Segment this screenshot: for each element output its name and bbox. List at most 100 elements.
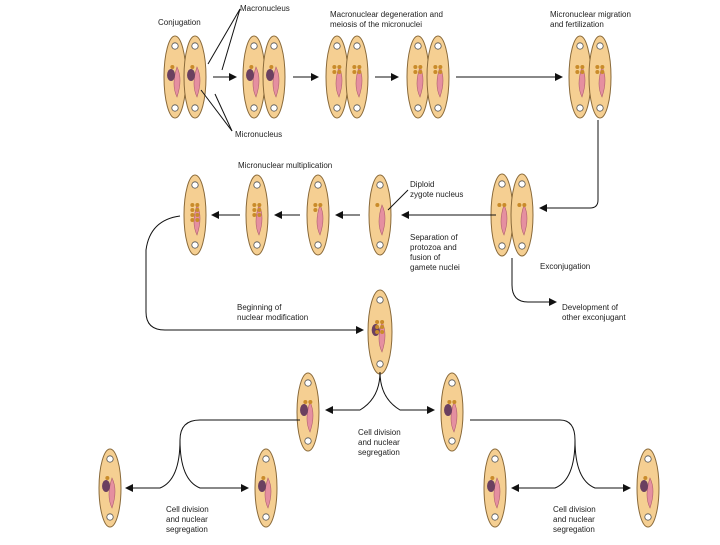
micronucleus-icon <box>357 70 362 74</box>
vacuole-icon <box>518 180 526 188</box>
vacuole-icon <box>253 241 261 249</box>
vacuole-icon <box>191 241 199 249</box>
micronucleus-icon <box>257 213 262 217</box>
micronucleus-icon <box>269 65 274 69</box>
paramecium-cell <box>367 289 393 375</box>
paramecium-cell <box>490 173 514 257</box>
gullet-icon <box>378 204 386 236</box>
vacuole-icon <box>376 360 384 368</box>
micronucleus-icon <box>600 65 605 69</box>
vacuole-icon <box>304 437 312 445</box>
paramecium-cell <box>245 174 269 256</box>
label-micronuclear-migration: Micronuclear migration and fertilization <box>550 10 631 29</box>
paramecium-cell <box>636 448 660 528</box>
micronucleus-icon <box>380 325 385 329</box>
vacuole-icon <box>491 455 499 463</box>
micronucleus-icon <box>318 203 323 207</box>
label-cell-division-left: Cell division and nuclear segregation <box>166 505 209 534</box>
vacuole-icon <box>270 42 278 50</box>
label-micronuclear-multiplication: Micronuclear multiplication <box>238 161 333 170</box>
vacuole-icon <box>414 42 422 50</box>
paramecium-cell <box>483 448 507 528</box>
paramecium-cell <box>98 448 122 528</box>
micronucleus-icon <box>170 65 175 69</box>
vacuole-icon <box>498 180 506 188</box>
vacuole-icon <box>448 379 456 387</box>
micronucleus-icon <box>497 203 502 207</box>
micronucleus-icon <box>352 65 357 69</box>
vacuole-icon <box>250 104 258 112</box>
gullet-icon <box>578 66 586 98</box>
paramecium-cell <box>440 372 464 452</box>
gullet-icon <box>500 204 508 236</box>
macronucleus-icon <box>300 404 309 416</box>
label-micronucleus: Micronucleus <box>235 130 283 139</box>
micronucleus-icon <box>190 208 195 212</box>
micronucleus-icon <box>643 476 648 480</box>
paramecium-cell <box>183 35 207 119</box>
leader-line <box>387 189 409 211</box>
micronucleus-icon <box>438 65 443 69</box>
micronucleus-icon <box>261 476 266 480</box>
macronucleus-icon <box>167 69 176 81</box>
gullet-icon <box>436 66 444 98</box>
paramecium-cell <box>568 35 592 119</box>
vacuole-icon <box>353 104 361 112</box>
paramecium-cell <box>325 35 349 119</box>
gullet-icon <box>520 204 528 236</box>
micronucleus-icon <box>190 213 195 217</box>
paramecium-cell <box>242 35 266 119</box>
vacuole-icon <box>576 104 584 112</box>
vacuole-icon <box>262 513 270 521</box>
vacuole-icon <box>498 242 506 250</box>
micronucleus-icon <box>413 65 418 69</box>
leader-line <box>207 8 241 65</box>
micronucleus-icon <box>332 65 337 69</box>
micronucleus-icon <box>575 70 580 74</box>
vacuole-icon <box>576 42 584 50</box>
micronucleus-icon <box>105 476 110 480</box>
micronucleus-icon <box>380 330 385 334</box>
micronucleus-icon <box>580 70 585 74</box>
vacuole-icon <box>106 513 114 521</box>
gullet-icon <box>255 204 263 236</box>
gullet-icon <box>316 204 324 236</box>
macronucleus-icon <box>102 480 111 492</box>
micronucleus-icon <box>380 320 385 324</box>
micronucleus-icon <box>575 65 580 69</box>
micronucleus-icon <box>308 400 313 404</box>
arrow-beginning <box>145 215 364 334</box>
vacuole-icon <box>414 104 422 112</box>
paramecium-cell <box>183 174 207 256</box>
vacuole-icon <box>314 241 322 249</box>
leader-line <box>221 8 241 71</box>
label-development: Development of other exconjugant <box>562 303 626 322</box>
leader-line <box>214 93 233 132</box>
vacuole-icon <box>596 104 604 112</box>
arrow-division-left <box>325 371 381 414</box>
macronucleus-icon <box>444 404 453 416</box>
micronucleus-icon <box>195 208 200 212</box>
gullet-icon <box>335 66 343 98</box>
micronucleus-icon <box>313 203 318 207</box>
macronucleus-icon <box>258 480 267 492</box>
micronucleus-icon <box>352 70 357 74</box>
micronucleus-icon <box>522 203 527 207</box>
paramecium-cell <box>345 35 369 119</box>
macronucleus-icon <box>487 480 496 492</box>
vacuole-icon <box>333 104 341 112</box>
gullet-icon <box>378 321 386 353</box>
macronucleus-icon <box>187 69 196 81</box>
vacuole-icon <box>304 379 312 387</box>
micronucleus-icon <box>595 65 600 69</box>
leader-line <box>200 89 233 132</box>
micronucleus-icon <box>447 400 452 404</box>
vacuole-icon <box>171 104 179 112</box>
arrow-group <box>125 8 631 492</box>
micronucleus-icon <box>257 208 262 212</box>
micronucleus-icon <box>313 208 318 212</box>
vacuole-icon <box>376 241 384 249</box>
vacuole-icon <box>253 181 261 189</box>
micronucleus-icon <box>438 70 443 74</box>
